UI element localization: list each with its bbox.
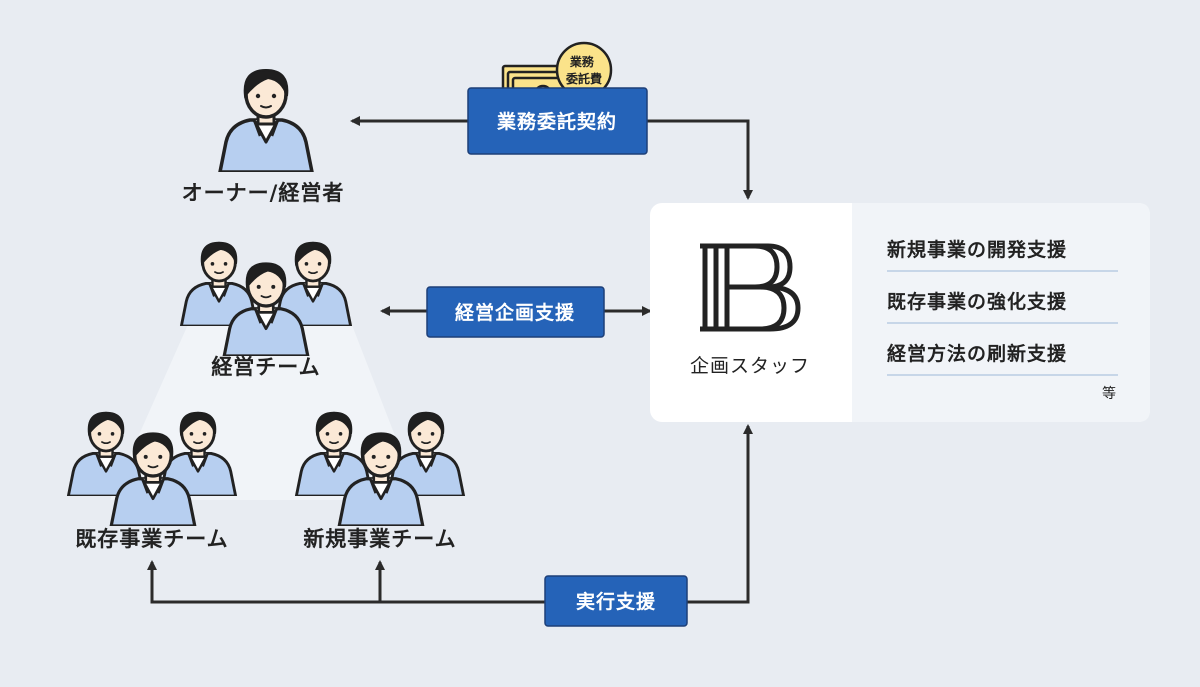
existing-team-label: 既存事業チーム [75, 527, 228, 551]
new-team-label: 新規事業チーム [303, 527, 456, 551]
contract-arrow-to-staff [647, 119, 753, 200]
execution-support-arrow [147, 424, 753, 604]
services-etc-label: 等 [1102, 385, 1116, 402]
service-item-existing-business: 既存事業の強化支援 [887, 290, 1067, 313]
planning-staff-card: 企画スタッフ 新規事業の開発支援 既存事業の強化支援 経営方法の刷新支援 等 [650, 203, 1150, 422]
services-panel [852, 203, 1150, 422]
planning-support-pill: 経営企画支援 [426, 286, 605, 338]
company-logo [700, 243, 801, 332]
owner-label: オーナー/経営者 [182, 181, 345, 205]
management-team-label: 経営チーム [211, 355, 320, 379]
execution-support-pill: 実行支援 [544, 575, 688, 627]
service-item-new-business: 新規事業の開発支援 [887, 238, 1067, 261]
owner-person-icon [218, 68, 314, 172]
planning-support-label: 経営企画支援 [455, 301, 575, 324]
planning-staff-label: 企画スタッフ [690, 355, 810, 377]
outsourcing-contract-pill: 業務委託契約 [467, 87, 648, 155]
fee-coin-label: 業務 委託費 [565, 54, 602, 86]
service-item-management-reform: 経営方法の刷新支援 [887, 342, 1067, 365]
execution-support-label: 実行支援 [576, 590, 656, 613]
outsourcing-contract-label: 業務委託契約 [496, 110, 617, 133]
